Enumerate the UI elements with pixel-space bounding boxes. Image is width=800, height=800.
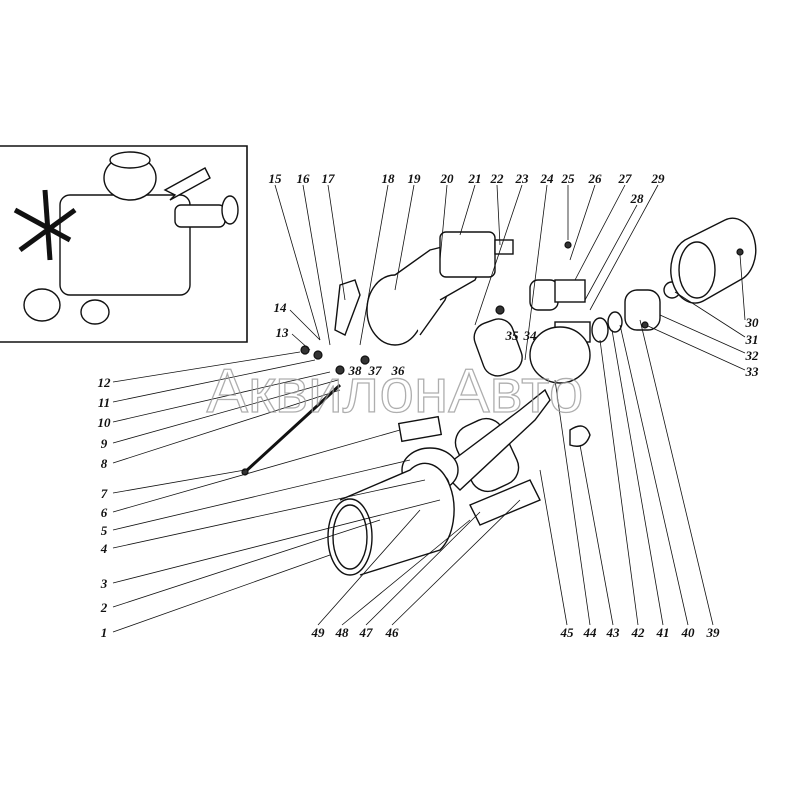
callout-28: 28	[630, 191, 645, 206]
callout-12: 12	[98, 375, 112, 390]
callout-9: 9	[101, 436, 108, 451]
callout-26: 26	[588, 171, 603, 186]
callout-4: 4	[100, 541, 108, 556]
callout-15: 15	[269, 171, 283, 186]
callout-42: 42	[631, 625, 646, 640]
callout-32: 32	[745, 348, 760, 363]
callout-39: 39	[706, 625, 721, 640]
callout-5: 5	[101, 523, 108, 538]
callout-labels: 1 2 3 4 5 6 7 8 9 10 11 12 13 14 15 16 1…	[98, 171, 760, 640]
callout-36: 36	[391, 363, 406, 378]
callout-45: 45	[560, 625, 575, 640]
callout-49: 49	[311, 625, 326, 640]
callout-27: 27	[618, 171, 633, 186]
callout-18: 18	[382, 171, 396, 186]
callout-13: 13	[276, 325, 290, 340]
callout-19: 19	[408, 171, 422, 186]
callout-6: 6	[101, 505, 108, 520]
callout-29: 29	[651, 171, 666, 186]
callout-33: 33	[745, 364, 760, 379]
callout-48: 48	[335, 625, 350, 640]
callout-20: 20	[440, 171, 455, 186]
callout-3: 3	[100, 576, 108, 591]
callout-14: 14	[274, 300, 288, 315]
callout-46: 46	[385, 625, 400, 640]
callout-30: 30	[745, 315, 760, 330]
callout-16: 16	[297, 171, 311, 186]
callout-31: 31	[745, 332, 759, 347]
callout-24: 24	[540, 171, 555, 186]
leader-lines	[112, 184, 746, 633]
callout-8: 8	[101, 456, 108, 471]
callout-2: 2	[100, 600, 108, 615]
callout-17: 17	[322, 171, 336, 186]
callout-23: 23	[515, 171, 530, 186]
callout-21: 21	[468, 171, 482, 186]
callout-35: 35	[505, 328, 520, 343]
callout-43: 43	[606, 625, 621, 640]
callout-22: 22	[490, 171, 505, 186]
callout-10: 10	[98, 415, 112, 430]
callout-44: 44	[583, 625, 598, 640]
callout-40: 40	[681, 625, 696, 640]
callout-7: 7	[101, 486, 108, 501]
engine-inset	[0, 145, 248, 343]
callout-41: 41	[656, 625, 670, 640]
callout-47: 47	[359, 625, 374, 640]
callout-1: 1	[101, 625, 108, 640]
callout-34: 34	[523, 328, 538, 343]
callout-38: 38	[348, 363, 363, 378]
parts	[241, 217, 757, 576]
callout-11: 11	[98, 395, 110, 410]
watermark-text: АквилонАвто	[207, 357, 584, 426]
callout-37: 37	[368, 363, 383, 378]
callout-25: 25	[561, 171, 576, 186]
